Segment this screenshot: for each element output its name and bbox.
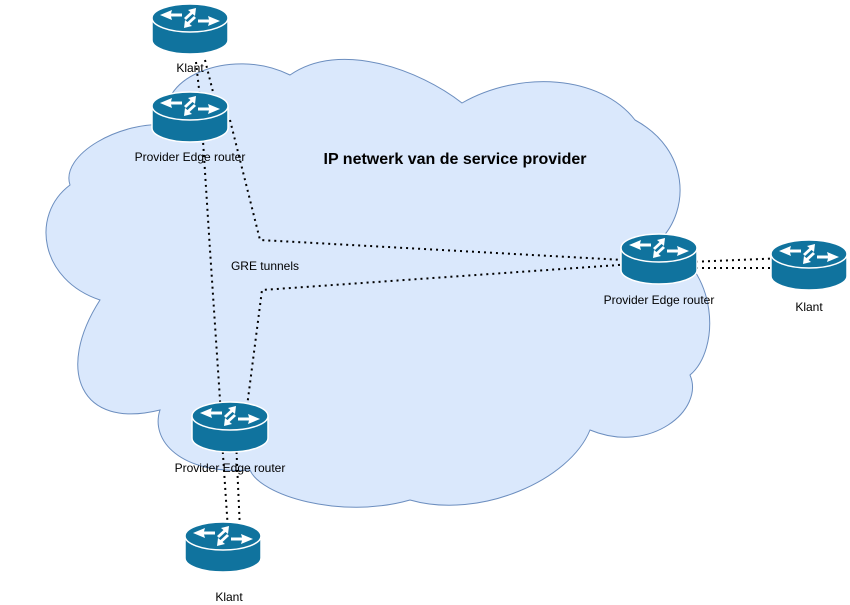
router-icon [151,3,229,55]
pe-right-router[interactable] [620,233,698,285]
klant-right-router[interactable] [770,239,848,291]
router-icon [151,91,229,143]
klant-top-router[interactable] [151,3,229,55]
pe-right-label: Provider Edge router [604,293,715,307]
access-link-top [204,59,216,101]
gre-tunnel-bottom-right [243,259,691,431]
pe-bottom-label: Provider Edge router [175,461,286,475]
gre-tunnel-top-right [229,119,661,263]
router-icon [770,239,848,291]
gre-tunnels-label: GRE tunnels [231,259,299,273]
klant-top-label: Klant [176,61,204,75]
klant-bottom-router[interactable] [184,521,262,573]
klant-right-label: Klant [795,300,823,314]
pe-bottom-router[interactable] [191,401,269,453]
access-link-right [689,257,786,263]
provider-network-cloud [45,58,711,508]
cloud-title: IP netwerk van de service provider [324,151,587,168]
klant-bottom-label: Klant [215,590,243,604]
pe-top-label: Provider Edge router [135,150,246,164]
router-icon [620,233,698,285]
pe-top-router[interactable] [151,91,229,143]
router-icon [184,521,262,573]
router-icon [191,401,269,453]
